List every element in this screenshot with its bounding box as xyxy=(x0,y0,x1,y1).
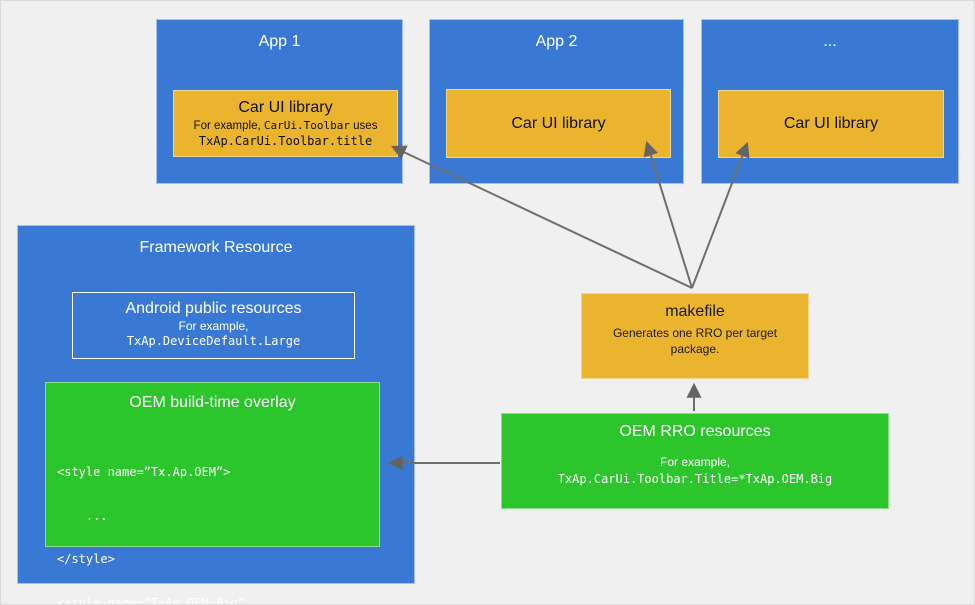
app1-title: App 1 xyxy=(258,33,301,50)
app2-car-ui-library-title: Car UI library xyxy=(511,114,606,132)
oem-rro-example-label: For example, xyxy=(659,455,731,469)
app-ellipsis-car-ui-library-title: Car UI library xyxy=(783,115,879,132)
android-public-example-code: TxAp.DeviceDefault.Large xyxy=(126,334,301,348)
android-public-resources-box: Android public resources For example, Tx… xyxy=(72,292,355,359)
makefile-title: makefile xyxy=(665,303,725,320)
code-line: ... xyxy=(57,508,108,523)
oem-rro-resources-box: OEM RRO resources For example, TxAp.CarU… xyxy=(501,413,889,509)
makefile-box: makefile Generates one RRO per target pa… xyxy=(581,293,809,379)
oem-build-time-overlay-title: OEM build-time overlay xyxy=(129,394,296,411)
framework-resource-title: Framework Resource xyxy=(139,239,293,256)
note-code: CarUi.Toolbar xyxy=(263,119,350,132)
oem-overlay-code-block: <style name=”Tx.Ap.OEM”> ... </style> <s… xyxy=(57,436,379,605)
app-ellipsis-title: ... xyxy=(823,33,837,50)
code-line: </style> xyxy=(57,552,115,566)
app1-car-ui-library-code: TxAp.CarUi.Toolbar.title xyxy=(198,134,373,148)
code-line: <style name=”TxAp.OEM.Big” xyxy=(57,595,245,605)
makefile-subtitle: Generates one RRO per target package. xyxy=(612,326,778,356)
app1-car-ui-library-box: Car UI library For example, CarUi.Toolba… xyxy=(173,90,398,157)
app2-title: App 2 xyxy=(535,33,578,50)
app1-car-ui-library-title: Car UI library xyxy=(238,99,333,116)
code-line: <style name=”Tx.Ap.OEM”> xyxy=(57,465,231,479)
app-ellipsis-car-ui-library-box: Car UI library xyxy=(718,90,944,158)
framework-resource-box: Framework Resource Android public resour… xyxy=(17,225,415,604)
android-public-example-label: For example, xyxy=(178,319,249,333)
app2-car-ui-library-box: Car UI library xyxy=(446,89,671,158)
android-public-resources-title: Android public resources xyxy=(125,300,302,317)
app1-car-ui-library-note: For example, CarUi.Toolbar uses xyxy=(194,119,378,132)
oem-rro-resources-title: OEM RRO resources xyxy=(619,423,771,440)
note-prefix: For example, xyxy=(193,120,264,132)
oem-rro-example-code: TxAp.CarUi.Toolbar.Title=*TxAp.OEM.Big xyxy=(557,472,833,486)
note-suffix: uses xyxy=(349,120,378,132)
oem-build-time-overlay-box: OEM build-time overlay <style name=”Tx.A… xyxy=(45,382,380,604)
